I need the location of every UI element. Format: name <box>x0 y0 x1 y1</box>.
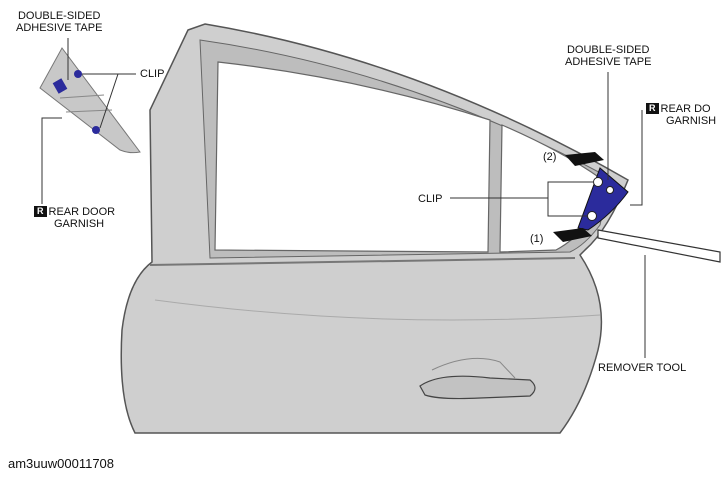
callout-clip-center-2 <box>547 198 588 217</box>
r-badge-right: R <box>646 103 659 114</box>
label-tape-right: DOUBLE-SIDED ADHESIVE TAPE <box>565 44 652 68</box>
belt-line <box>149 257 576 266</box>
inset-clip-upper <box>74 70 82 78</box>
callout-garnish-right <box>630 110 643 206</box>
clip-marker-lower <box>587 211 597 221</box>
clip-marker-upper <box>593 177 603 187</box>
window-glass <box>214 61 491 253</box>
inset-line-2 <box>65 109 113 113</box>
remover-tool <box>597 229 721 263</box>
door-handle <box>419 375 536 400</box>
callout-clip-center <box>450 181 594 199</box>
inset-clip-lower <box>92 126 100 134</box>
inset-line-1 <box>59 94 105 99</box>
label-tape-top-left: DOUBLE-SIDED ADHESIVE TAPE <box>16 10 103 34</box>
inset-tape-pad <box>52 78 68 94</box>
label-step-2: (2) <box>543 151 557 163</box>
r-badge-left: R <box>34 206 47 217</box>
label-clip-center: CLIP <box>418 193 443 205</box>
callout-inset-garnish <box>41 117 62 204</box>
door-handle-recess <box>431 357 516 379</box>
label-remover-tool: REMOVER TOOL <box>598 362 687 374</box>
figure-code: am3uuw00011708 <box>8 456 115 471</box>
label-clip-top-left: CLIP <box>140 68 165 80</box>
tape-marker <box>606 186 614 194</box>
callout-inset-clip-2 <box>99 73 119 129</box>
inset-garnish <box>39 47 141 154</box>
body-crease <box>154 299 601 321</box>
label-step-1: (1) <box>530 233 544 245</box>
step-1-arrow <box>553 228 592 242</box>
step-2-arrow <box>565 152 604 166</box>
